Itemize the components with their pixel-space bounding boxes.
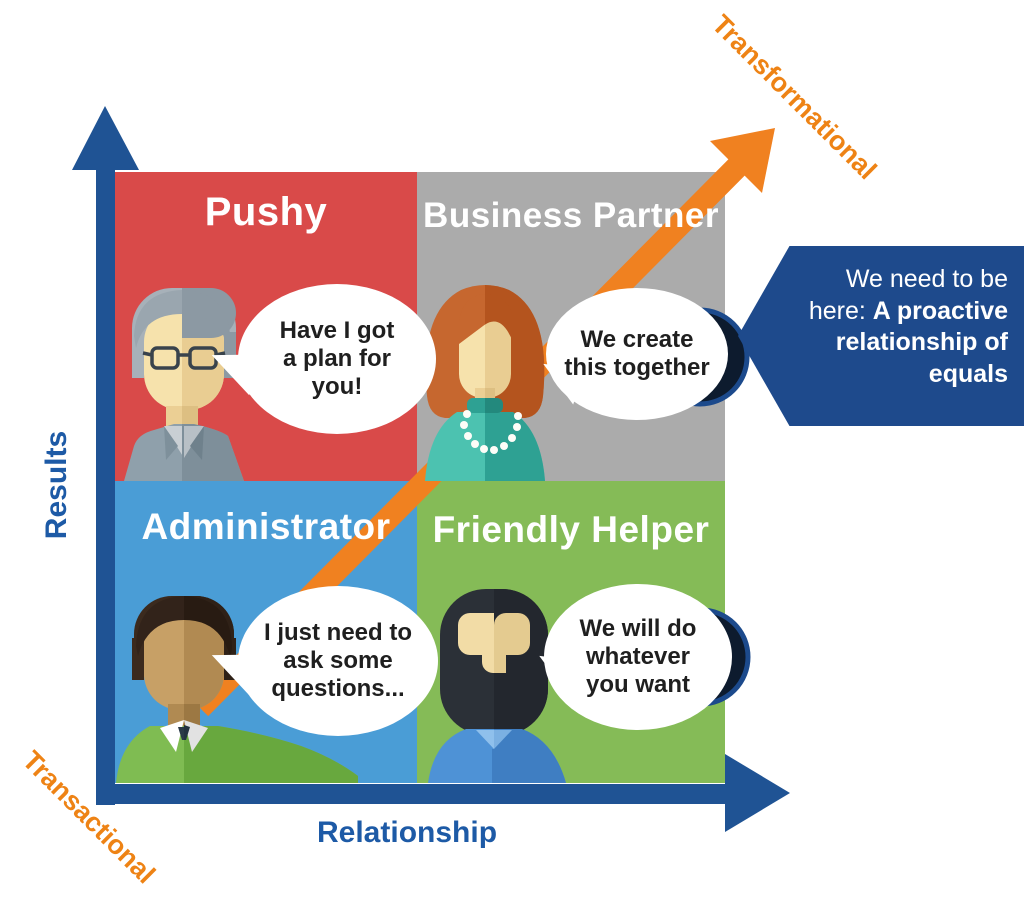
diagonal-arrowhead-icon bbox=[710, 128, 775, 193]
speech-bubble-pushy: Have I got a plan for you! bbox=[238, 284, 436, 434]
avatar-administrator bbox=[116, 596, 358, 783]
collar bbox=[160, 720, 184, 752]
callout-text-bold: A proactive relationship of equals bbox=[835, 296, 1008, 388]
x-axis-label: Relationship bbox=[317, 816, 498, 849]
avatar-pushy bbox=[124, 288, 244, 481]
pushy-shading bbox=[182, 288, 244, 481]
speech-bubble-administrator: I just need to ask some questions... bbox=[238, 586, 438, 736]
friendly-shading bbox=[494, 589, 566, 783]
pearl-necklace bbox=[460, 410, 522, 454]
x-axis-arrowhead-icon bbox=[725, 754, 790, 832]
y-axis-arrow bbox=[72, 106, 139, 805]
quadrant-title-administrator: Administrator bbox=[141, 506, 391, 547]
speech-bubble-business-partner: We create this together bbox=[546, 288, 728, 420]
y-axis-label: Results bbox=[40, 430, 73, 540]
avatar-friendly-helper bbox=[428, 589, 566, 783]
callout-text-regular: We need to be here: bbox=[808, 265, 1008, 325]
y-axis-arrowhead-icon bbox=[72, 106, 139, 170]
glasses-icon bbox=[142, 346, 226, 370]
woman-shading bbox=[485, 285, 545, 481]
avatar-business-partner bbox=[425, 285, 545, 481]
quadrant-title-business-partner: Business Partner bbox=[423, 196, 719, 235]
speech-bubble-friendly-helper: We will do whatever you want bbox=[544, 584, 732, 730]
quadrant-title-friendly-helper: Friendly Helper bbox=[432, 509, 710, 550]
callout-tag: We need to be here: A proactive relation… bbox=[738, 246, 1024, 426]
x-axis-arrow bbox=[96, 754, 790, 832]
admin-shading bbox=[184, 596, 358, 783]
quadrant-title-pushy: Pushy bbox=[204, 190, 328, 234]
